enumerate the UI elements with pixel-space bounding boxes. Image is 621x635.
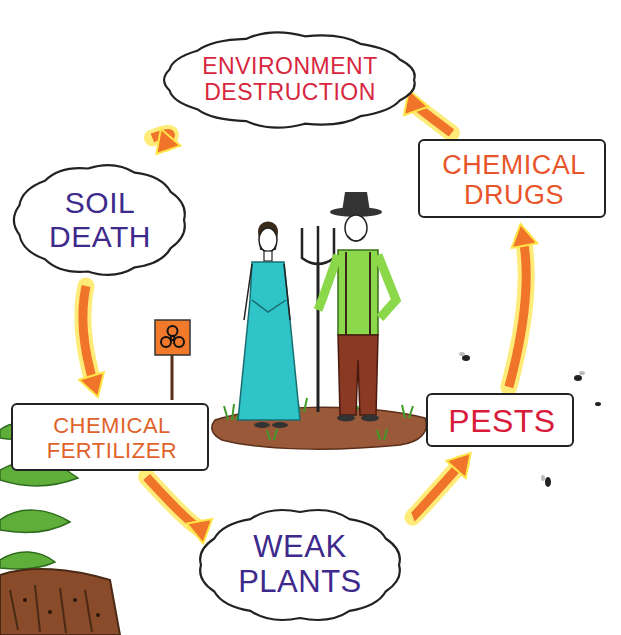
node-label: CHEMICAL DRUGS: [434, 150, 594, 210]
node-label: PESTS: [442, 404, 562, 440]
pitchfork: [302, 226, 334, 412]
node-label: CHEMICAL FERTILIZER: [27, 414, 197, 463]
cloud-shape: [200, 510, 400, 620]
arrow-head: [156, 129, 180, 154]
node-label: ENVIRONMENT DESTRUCTION: [190, 54, 390, 106]
arrow-shaft: [509, 238, 526, 387]
woman-figure: [238, 222, 300, 429]
cycle-arrow: [152, 129, 180, 154]
cycle-arrow: [413, 453, 471, 517]
box-node: CHEMICAL FERTILIZER: [11, 403, 209, 471]
cloud-node: ENVIRONMENT DESTRUCTION: [158, 28, 422, 132]
soil-patch: [0, 569, 120, 635]
cloud-shape: [14, 165, 185, 275]
node-label: WEAK PLANTS: [225, 530, 375, 599]
node-label: SOIL DEATH: [40, 186, 160, 253]
arrow-glow: [83, 286, 94, 384]
cloud-node: WEAK PLANTS: [193, 504, 407, 626]
arrow-shaft: [83, 286, 94, 384]
cycle-arrow: [147, 477, 213, 543]
arrow-glow: [413, 464, 461, 518]
cloud-shape: [164, 32, 415, 127]
arrow-glow: [509, 238, 526, 387]
box-node: CHEMICAL DRUGS: [418, 139, 606, 218]
arrow-head: [79, 372, 104, 397]
arrow-glow: [147, 477, 201, 528]
man-figure: [318, 192, 396, 422]
arrow-head: [446, 453, 470, 478]
biohazard-sign: [155, 320, 190, 400]
cycle-arrow: [79, 286, 104, 397]
cloud-node: SOIL DEATH: [8, 160, 192, 280]
arrow-shaft: [413, 464, 461, 518]
box-node: PESTS: [426, 393, 574, 447]
arrow-head: [512, 224, 538, 248]
arrow-shaft: [147, 477, 201, 528]
cycle-arrow: [404, 90, 452, 133]
arrow-head: [187, 519, 212, 543]
cycle-arrow: [509, 224, 537, 387]
